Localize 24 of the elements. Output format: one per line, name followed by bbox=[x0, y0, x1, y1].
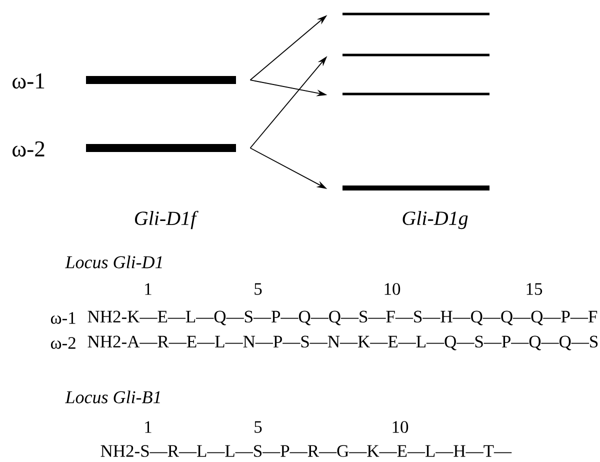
sequence-label: ω-1 bbox=[50, 312, 76, 324]
position-number: 1 bbox=[145, 421, 152, 433]
bar bbox=[342, 54, 490, 56]
bar bbox=[86, 76, 236, 84]
column-heading: Gli-D1f bbox=[135, 210, 198, 230]
column-heading: Gli-D1g bbox=[402, 210, 468, 230]
bar bbox=[342, 92, 490, 96]
locus-heading: Locus Gli-B1 bbox=[65, 390, 160, 404]
bar bbox=[342, 12, 490, 16]
sequence-text: NH2-S—R—L—L—S—P—R—G—K—E—L—H—T— bbox=[100, 445, 512, 457]
sequence-text: NH2-A—R—E—L—N—P—S—N—K—E—L—Q—S—P—Q—Q—S bbox=[88, 336, 598, 350]
row-label: ω-1 bbox=[12, 73, 44, 89]
bar bbox=[86, 144, 236, 152]
row-label: ω-2 bbox=[12, 141, 44, 157]
sequence-text: NH2-K—E—L—Q—S—P—Q—Q—S—F—S—H—Q—Q—Q—P—F bbox=[88, 310, 598, 326]
sequence-label: ω-2 bbox=[50, 337, 76, 349]
position-number: 10 bbox=[392, 421, 408, 433]
position-number: 10 bbox=[384, 283, 400, 295]
position-number: 5 bbox=[254, 421, 262, 433]
bar bbox=[342, 186, 490, 190]
position-number: 15 bbox=[526, 283, 542, 295]
position-number: 1 bbox=[145, 283, 152, 295]
locus-heading: Locus Gli-D1 bbox=[65, 256, 162, 268]
position-number: 5 bbox=[254, 283, 262, 295]
